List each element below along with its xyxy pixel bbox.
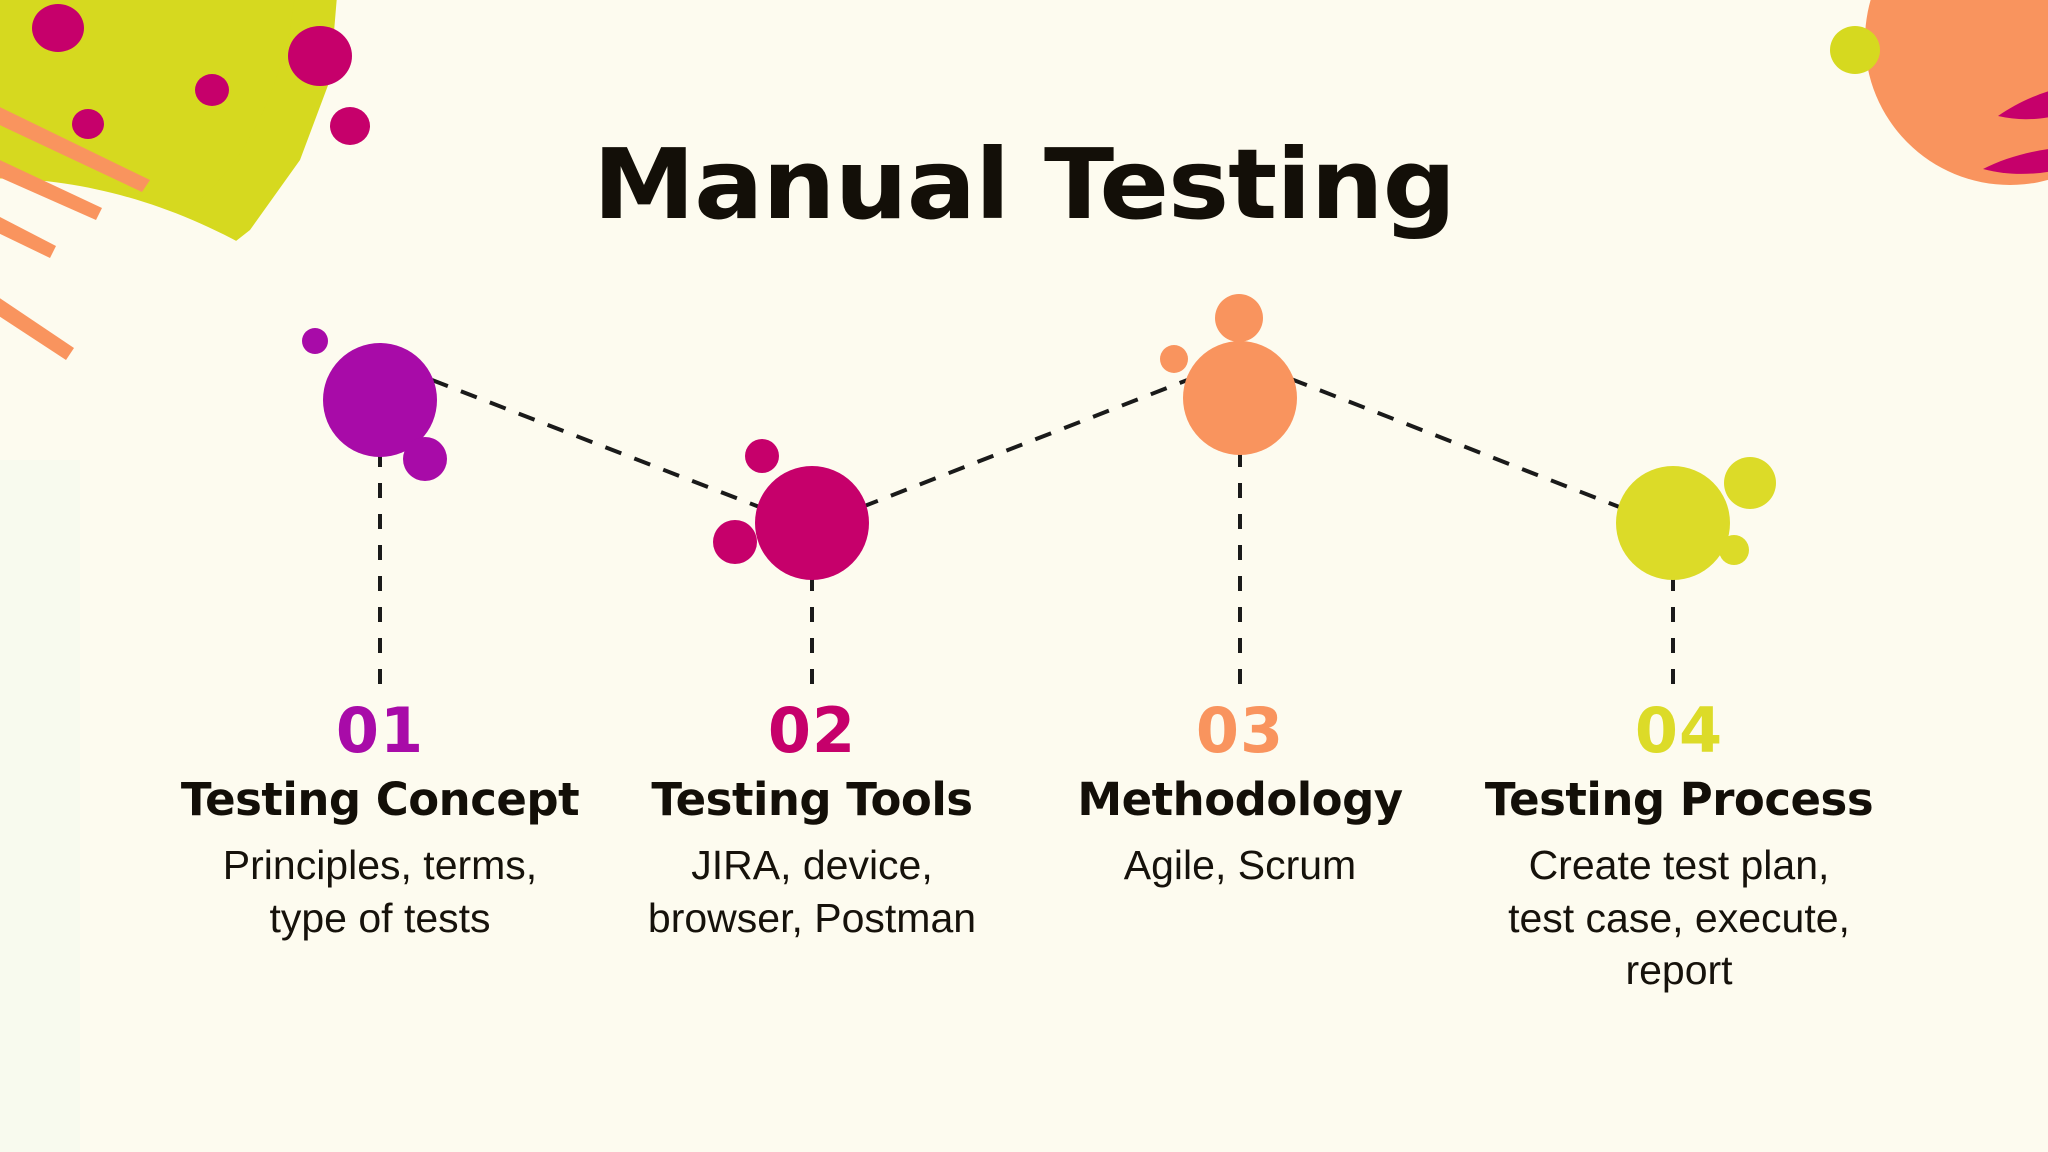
step-heading-03: Methodology bbox=[1077, 773, 1403, 826]
connector-node3-node4 bbox=[1290, 377, 1623, 510]
step-number-01: 01 bbox=[335, 694, 425, 767]
step-column-04: 04 Testing Process Create test plan, tes… bbox=[1455, 700, 1903, 997]
connector-node1-node2 bbox=[431, 378, 763, 510]
node-group-03[interactable] bbox=[1160, 294, 1297, 455]
step-column-01: 01 Testing Concept Principles, terms, ty… bbox=[140, 700, 620, 944]
node-satellite-dot-01-upper bbox=[302, 328, 328, 354]
node-satellite-dot-02-upper bbox=[745, 439, 779, 473]
connector-lines bbox=[431, 377, 1623, 510]
node-circle-04[interactable] bbox=[1616, 466, 1730, 580]
node-circle-03[interactable] bbox=[1183, 341, 1297, 455]
page-title: Manual Testing bbox=[592, 128, 1456, 241]
stem-lines bbox=[378, 452, 1675, 700]
step-column-03: 03 Methodology Agile, Scrum bbox=[1020, 700, 1460, 892]
connector-node2-node3 bbox=[861, 377, 1191, 509]
step-body-01: Principles, terms, type of tests bbox=[222, 842, 538, 941]
node-satellite-dot-02-left bbox=[713, 520, 757, 564]
magenta-dot-top-left-c bbox=[195, 74, 229, 106]
step-column-02: 02 Testing Tools JIRA, device, browser, … bbox=[592, 700, 1032, 944]
step-heading-01: Testing Concept bbox=[180, 773, 580, 826]
step-body-03: Agile, Scrum bbox=[1123, 842, 1357, 889]
step-number-02: 02 bbox=[767, 694, 857, 767]
node-circle-02[interactable] bbox=[755, 466, 869, 580]
node-group-04[interactable] bbox=[1616, 457, 1776, 580]
step-heading-02: Testing Tools bbox=[651, 773, 973, 826]
node-satellite-dot-03-upper bbox=[1215, 294, 1263, 342]
magenta-petal-top-right-a bbox=[1998, 91, 2048, 120]
step-number-04: 04 bbox=[1634, 694, 1724, 767]
lime-dot-top-right bbox=[1830, 26, 1880, 74]
node-group-02[interactable] bbox=[713, 439, 869, 580]
node-satellite-dot-04-upper bbox=[1724, 457, 1776, 509]
node-group-01[interactable] bbox=[302, 328, 447, 481]
node-circle-01[interactable] bbox=[323, 343, 437, 457]
step-body-02: JIRA, device, browser, Postman bbox=[647, 842, 977, 941]
magenta-dot-top-left-b bbox=[288, 26, 352, 86]
step-number-03: 03 bbox=[1195, 694, 1285, 767]
steps-row: 01 Testing Concept Principles, terms, ty… bbox=[0, 700, 2048, 1120]
node-satellite-dot-04-lower bbox=[1719, 535, 1749, 565]
step-body-04: Create test plan, test case, execute, re… bbox=[1508, 842, 1850, 994]
step-heading-04: Testing Process bbox=[1484, 773, 1874, 826]
node-satellite-dot-03-left bbox=[1160, 345, 1188, 373]
node-satellite-dot-01-lower bbox=[403, 437, 447, 481]
